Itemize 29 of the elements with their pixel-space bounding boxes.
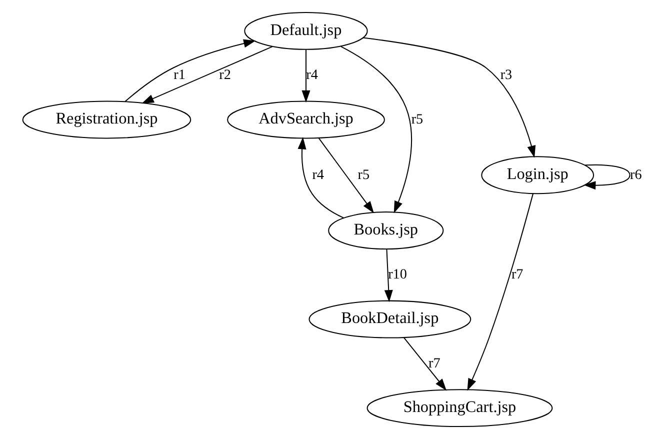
edge-label: r4 bbox=[312, 166, 324, 183]
edge-label: r4 bbox=[306, 67, 318, 84]
arrow bbox=[124, 39, 256, 102]
edge-label: r6 bbox=[629, 166, 642, 183]
edge-label: r2 bbox=[218, 67, 230, 84]
arrow bbox=[301, 50, 310, 103]
node-ellipse: Registration.jsp bbox=[22, 100, 191, 139]
edge-label: r7 bbox=[510, 266, 523, 283]
edge-label: r5 bbox=[357, 166, 370, 183]
node-ellipse: Default.jsp bbox=[244, 12, 368, 50]
edge-label: r7 bbox=[428, 355, 440, 372]
edge-label: r1 bbox=[173, 67, 185, 84]
edge-label: r3 bbox=[500, 67, 512, 84]
arrow bbox=[141, 46, 272, 104]
arrow bbox=[362, 37, 536, 158]
arrow bbox=[384, 249, 392, 302]
arrow bbox=[318, 138, 374, 214]
node-ellipse: Books.jsp bbox=[328, 212, 444, 250]
node-ellipse: ShoppingCart.jsp bbox=[366, 389, 552, 428]
arrow bbox=[297, 137, 344, 218]
node-ellipse: AdvSearch.jsp bbox=[226, 100, 384, 139]
arrow bbox=[340, 46, 412, 214]
node-ellipse: BookDetail.jsp bbox=[308, 300, 471, 338]
arrow bbox=[403, 338, 446, 391]
arrow bbox=[583, 164, 630, 190]
node-ellipse: Login.jsp bbox=[480, 156, 594, 194]
arrow bbox=[466, 194, 533, 391]
edge-label: r10 bbox=[388, 266, 406, 283]
edge-label: r5 bbox=[410, 111, 423, 128]
